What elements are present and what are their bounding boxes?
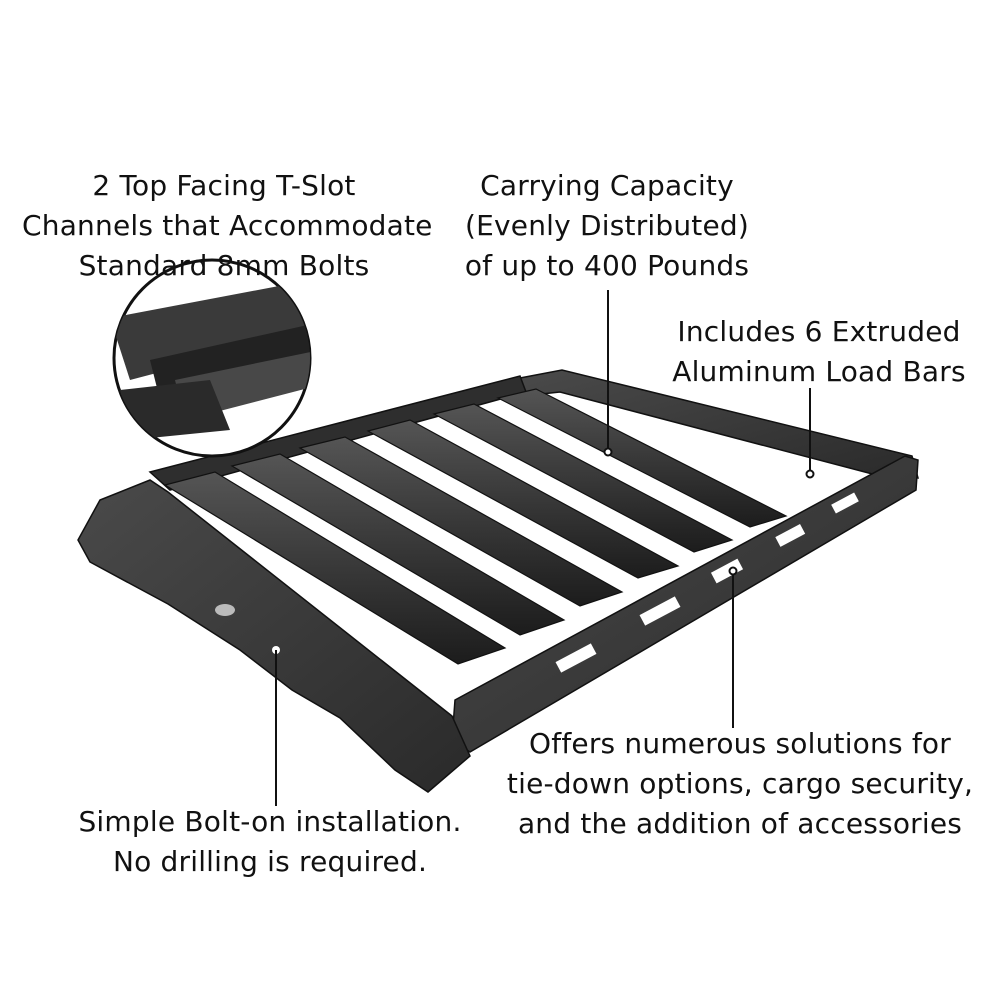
load-bars-callout: Includes 6 Extruded Aluminum Load Bars xyxy=(666,312,972,392)
callout-line: Simple Bolt-on installation. xyxy=(78,805,462,838)
load-bar xyxy=(496,388,788,528)
callout-line: 2 Top Facing T-Slot xyxy=(92,169,356,202)
callout-line: No drilling is required. xyxy=(112,845,428,878)
callout-line: Aluminum Load Bars xyxy=(672,355,966,388)
callout-line: and the addition of accessories xyxy=(517,807,963,840)
capacity-callout: Carrying Capacity (Evenly Distributed) o… xyxy=(452,166,762,286)
accessory-slot xyxy=(639,596,681,626)
callout-line: Offers numerous solutions for xyxy=(529,727,951,760)
accessory-slot xyxy=(555,643,597,673)
load-bar xyxy=(163,471,507,665)
wind-deflector xyxy=(77,479,471,793)
callout-line: (Evenly Distributed) xyxy=(464,209,750,242)
installation-callout: Simple Bolt-on installation. No drilling… xyxy=(60,802,480,882)
accessory-slot xyxy=(775,524,806,547)
accessory-slot xyxy=(831,492,859,514)
callout-line: tie-down options, cargo security, xyxy=(506,767,974,800)
accessory-slot xyxy=(710,558,744,584)
front-side-rail xyxy=(451,455,919,753)
callout-line: Channels that Accommodate xyxy=(22,209,433,242)
leader-lines xyxy=(275,290,815,806)
load-bar xyxy=(366,419,680,579)
callout-line: Standard 8mm Bolts xyxy=(78,249,370,282)
load-bar xyxy=(432,403,734,553)
brand-badge xyxy=(215,604,235,616)
load-bars xyxy=(163,388,788,665)
tie-down-callout: Offers numerous solutions for tie-down o… xyxy=(500,724,980,844)
load-bar xyxy=(298,436,624,607)
callout-line: of up to 400 Pounds xyxy=(464,249,750,282)
t-slot-callout: 2 Top Facing T-Slot Channels that Accomm… xyxy=(22,166,433,286)
load-bar xyxy=(230,453,566,636)
t-slot-detail-magnifier xyxy=(112,258,312,458)
callout-line: Carrying Capacity xyxy=(480,169,734,202)
callout-line: Includes 6 Extruded xyxy=(677,315,961,348)
